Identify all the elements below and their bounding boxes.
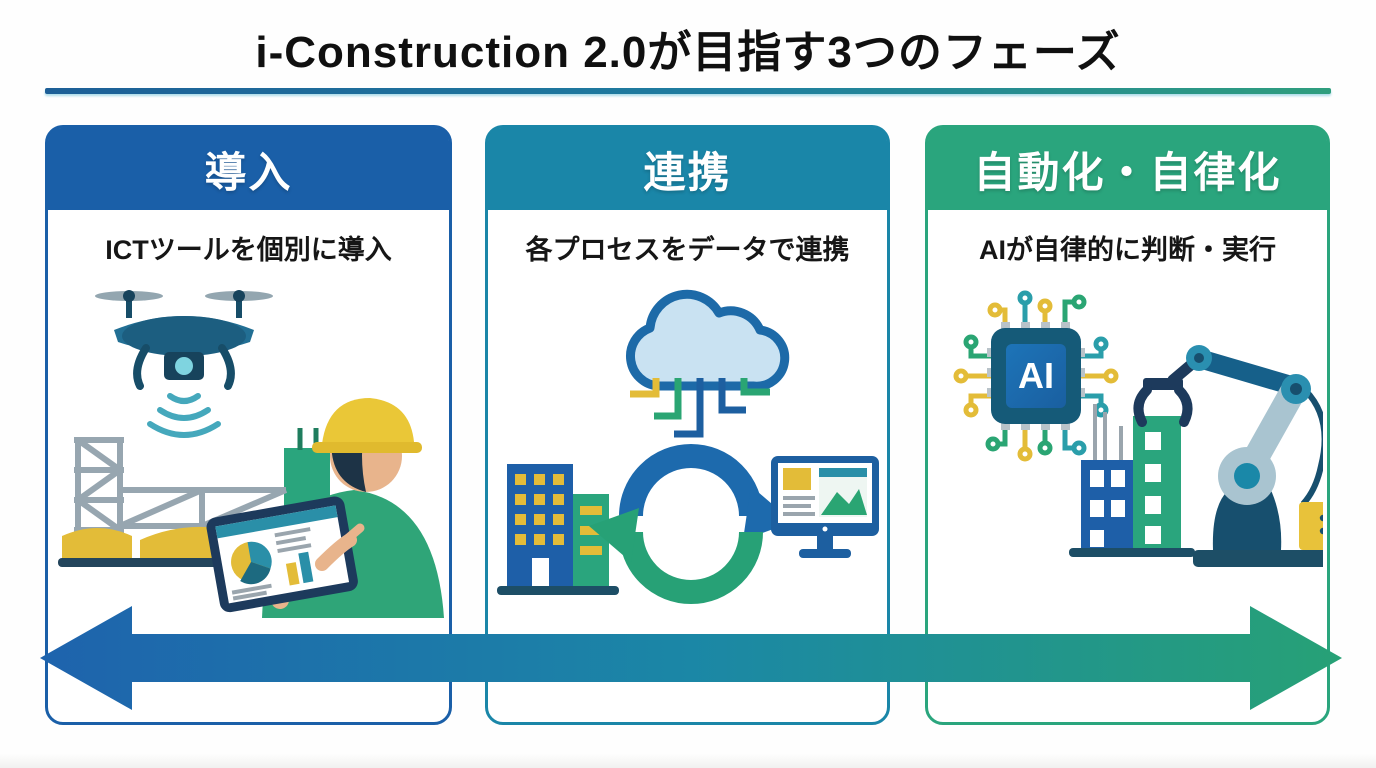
phase-1-header: 導入 bbox=[48, 128, 449, 214]
phase-3-illustration-area: AI bbox=[928, 278, 1327, 678]
title-underline-divider bbox=[45, 88, 1331, 94]
phase-2-caption: 各プロセスをデータで連携 bbox=[525, 235, 850, 265]
phase-3-caption: AIが自律的に判断・実行 bbox=[979, 235, 1276, 265]
phase-2-illustration-area bbox=[488, 278, 887, 678]
sync-arrows-icon bbox=[588, 444, 793, 604]
phase-card-linkage: 連携 各プロセスをデータで連携 bbox=[485, 125, 890, 725]
worker-with-tablet-icon bbox=[206, 398, 444, 618]
ai-chip-robot-arm-illustration: AI bbox=[953, 290, 1323, 567]
drone-icon bbox=[94, 290, 273, 390]
monitor-icon bbox=[770, 456, 879, 558]
buildings-icon bbox=[496, 464, 619, 595]
phase-1-illustration-area bbox=[48, 278, 449, 678]
signal-waves-icon bbox=[146, 393, 221, 438]
cloud-data-icon bbox=[625, 289, 789, 438]
page-title: i-Construction 2.0が目指す3つのフェーズ bbox=[255, 28, 1121, 77]
phase-1-caption: ICTツールを個別に導入 bbox=[105, 235, 392, 265]
phase-card-automation: 自動化・自律化 AIが自律的に判断・実行 bbox=[925, 125, 1330, 725]
robot-arm-icon bbox=[1068, 345, 1323, 567]
bottom-edge-shadow bbox=[0, 754, 1376, 768]
ai-chip-icon: AI bbox=[953, 290, 1118, 462]
phase-3-header: 自動化・自律化 bbox=[928, 128, 1327, 214]
phase-2-header: 連携 bbox=[488, 128, 887, 214]
cloud-data-sync-illustration bbox=[496, 289, 879, 604]
ai-chip-label: AI bbox=[1018, 355, 1054, 396]
drone-construction-worker-illustration bbox=[57, 290, 444, 618]
phase-card-introduction: 導入 ICTツールを個別に導入 bbox=[45, 125, 452, 725]
